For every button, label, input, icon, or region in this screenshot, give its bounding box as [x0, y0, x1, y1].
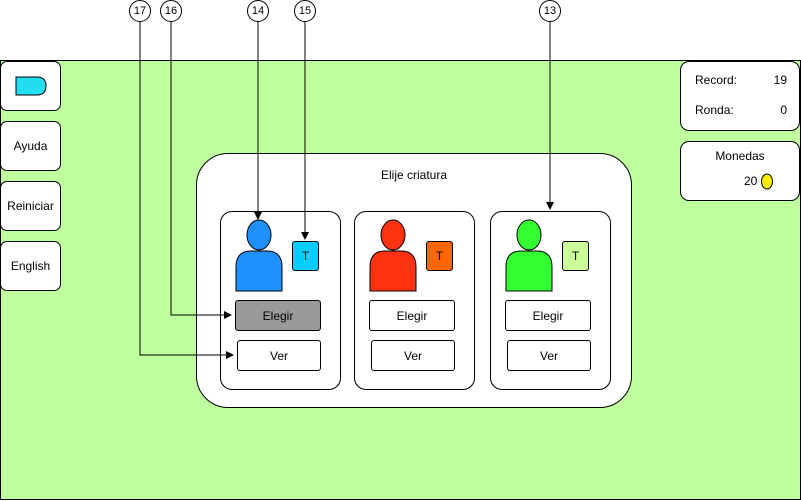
- creature-card: T Elegir Ver: [490, 211, 611, 390]
- callout-marker: 17: [129, 0, 151, 22]
- creature-green-figure: [505, 219, 553, 292]
- coins-value: 20: [744, 174, 758, 188]
- choose-button-label: Elegir: [532, 308, 564, 323]
- coins-label: Monedas: [715, 149, 765, 163]
- restart-button-label: Reiniciar: [7, 199, 54, 213]
- view-button[interactable]: Ver: [237, 340, 321, 371]
- callout-17-arrow: [139, 21, 234, 359]
- coin-icon: [761, 173, 773, 190]
- callout-marker: 13: [539, 0, 561, 22]
- creature-card: T Elegir Ver: [354, 211, 475, 390]
- stats-panel: Record: 19 Ronda: 0: [680, 61, 800, 131]
- callout-number: 14: [251, 5, 265, 17]
- help-button[interactable]: Ayuda: [0, 121, 61, 171]
- record-label: Record:: [695, 73, 738, 87]
- view-button[interactable]: Ver: [371, 340, 455, 371]
- view-button-label: Ver: [403, 348, 422, 363]
- type-badge: T: [562, 241, 589, 271]
- choose-button[interactable]: Elegir: [505, 300, 591, 331]
- callout-number: 17: [133, 5, 147, 17]
- type-badge-label: T: [301, 249, 310, 263]
- choose-button[interactable]: Elegir: [235, 300, 321, 331]
- help-button-label: Ayuda: [13, 139, 48, 153]
- view-button[interactable]: Ver: [507, 340, 591, 371]
- round-label: Ronda:: [695, 103, 734, 117]
- type-badge-label: T: [435, 249, 444, 263]
- callout-number: 15: [298, 5, 312, 17]
- choose-button-label: Elegir: [396, 308, 428, 323]
- type-badge-label: T: [571, 249, 580, 263]
- callout-marker: 16: [160, 0, 182, 22]
- choose-button[interactable]: Elegir: [369, 300, 455, 331]
- record-value: 19: [773, 73, 787, 87]
- view-button-label: Ver: [269, 348, 288, 363]
- creature-card: T Elegir Ver: [220, 211, 341, 390]
- round-value: 0: [780, 103, 787, 117]
- callout-number: 16: [164, 5, 178, 17]
- logo-button[interactable]: [0, 61, 61, 111]
- creature-blue-figure: [235, 219, 283, 292]
- dialog-title: Elije criatura: [380, 168, 448, 182]
- shape-icon: [15, 76, 47, 96]
- language-button[interactable]: English: [0, 241, 61, 291]
- view-button-label: Ver: [539, 348, 558, 363]
- creature-red-figure: [369, 219, 417, 292]
- callout-number: 13: [543, 5, 557, 17]
- choose-button-label: Elegir: [262, 308, 294, 323]
- restart-button[interactable]: Reiniciar: [0, 181, 61, 231]
- language-button-label: English: [10, 259, 51, 273]
- callout-16-arrow: [170, 21, 232, 319]
- callout-marker: 14: [247, 0, 269, 22]
- callout-marker: 15: [294, 0, 316, 22]
- coins-panel: Monedas 20: [680, 141, 800, 201]
- type-badge: T: [426, 241, 453, 271]
- type-badge: T: [292, 241, 319, 271]
